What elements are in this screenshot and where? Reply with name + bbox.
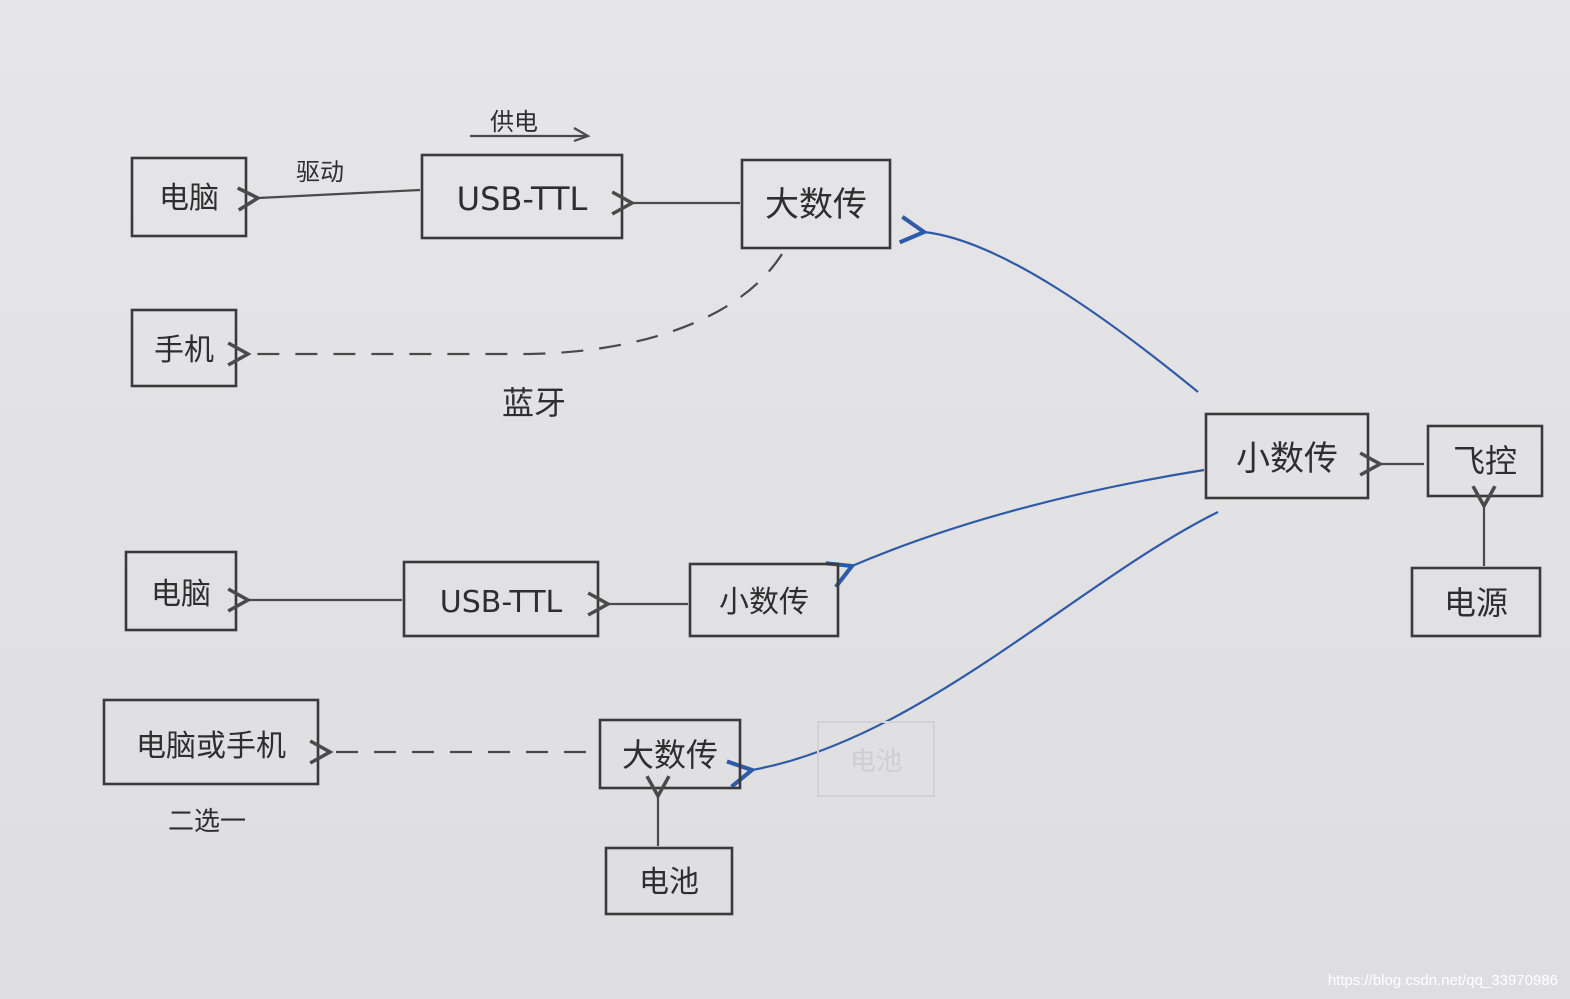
pc-top-box: 电脑	[130, 156, 248, 238]
flight-controller-label: 飞控	[1453, 442, 1517, 480]
wireless-link-to-small-radio-middle	[825, 468, 1205, 589]
pc-or-phone-label: 电脑或手机	[136, 729, 286, 764]
small-radio-right-box: 小数传	[1204, 412, 1370, 500]
small-radio-middle-box: 小数传	[688, 562, 840, 638]
battery-box: 电池	[604, 846, 734, 916]
usb-to-pc-arrow	[236, 186, 421, 212]
flight-controller-box: 飞控	[1426, 424, 1544, 498]
big-radio-bottom-label: 大数传	[622, 736, 718, 774]
usb-ttl-top-label: USB-TTL	[457, 180, 588, 218]
usb-ttl-middle-label: USB-TTL	[440, 585, 563, 620]
power-supply-label: 供电	[490, 108, 538, 136]
pc-top-label: 电脑	[159, 181, 219, 216]
small-radio-right-label: 小数传	[1236, 439, 1338, 479]
erased-box: 电池	[817, 721, 935, 797]
driver-label: 驱动	[296, 158, 344, 186]
pc-middle-box: 电脑	[124, 550, 238, 632]
usb-ttl-top-box: USB-TTL	[420, 153, 624, 240]
battery-label: 电池	[639, 865, 699, 900]
watermark-url: https://blog.csdn.net/qq_33970986	[1327, 972, 1558, 989]
erased-box-label: 电池	[850, 747, 902, 777]
small-radio-middle-label: 小数传	[719, 585, 809, 620]
big-radio-bottom-box: 大数传	[598, 718, 742, 790]
pc-middle-label: 电脑	[151, 577, 211, 612]
power-box: 电源	[1410, 566, 1542, 638]
big-radio-top-box: 大数传	[740, 158, 892, 250]
power-supply-arrowhead	[573, 127, 591, 143]
big-radio-top-label: 大数传	[765, 185, 867, 225]
bluetooth-link	[227, 253, 783, 367]
phone-box: 手机	[130, 308, 238, 388]
wireless-link-to-big-radio-bottom	[726, 511, 1219, 789]
usb-ttl-middle-box: USB-TTL	[402, 560, 600, 638]
pc-or-phone-box: 电脑或手机	[102, 698, 320, 786]
phone-label: 手机	[154, 333, 214, 368]
bluetooth-label: 蓝牙	[502, 384, 566, 422]
choose-one-label: 二选一	[168, 807, 246, 837]
power-label: 电源	[1444, 584, 1508, 622]
wireless-link-to-big-radio-top	[898, 215, 1199, 393]
